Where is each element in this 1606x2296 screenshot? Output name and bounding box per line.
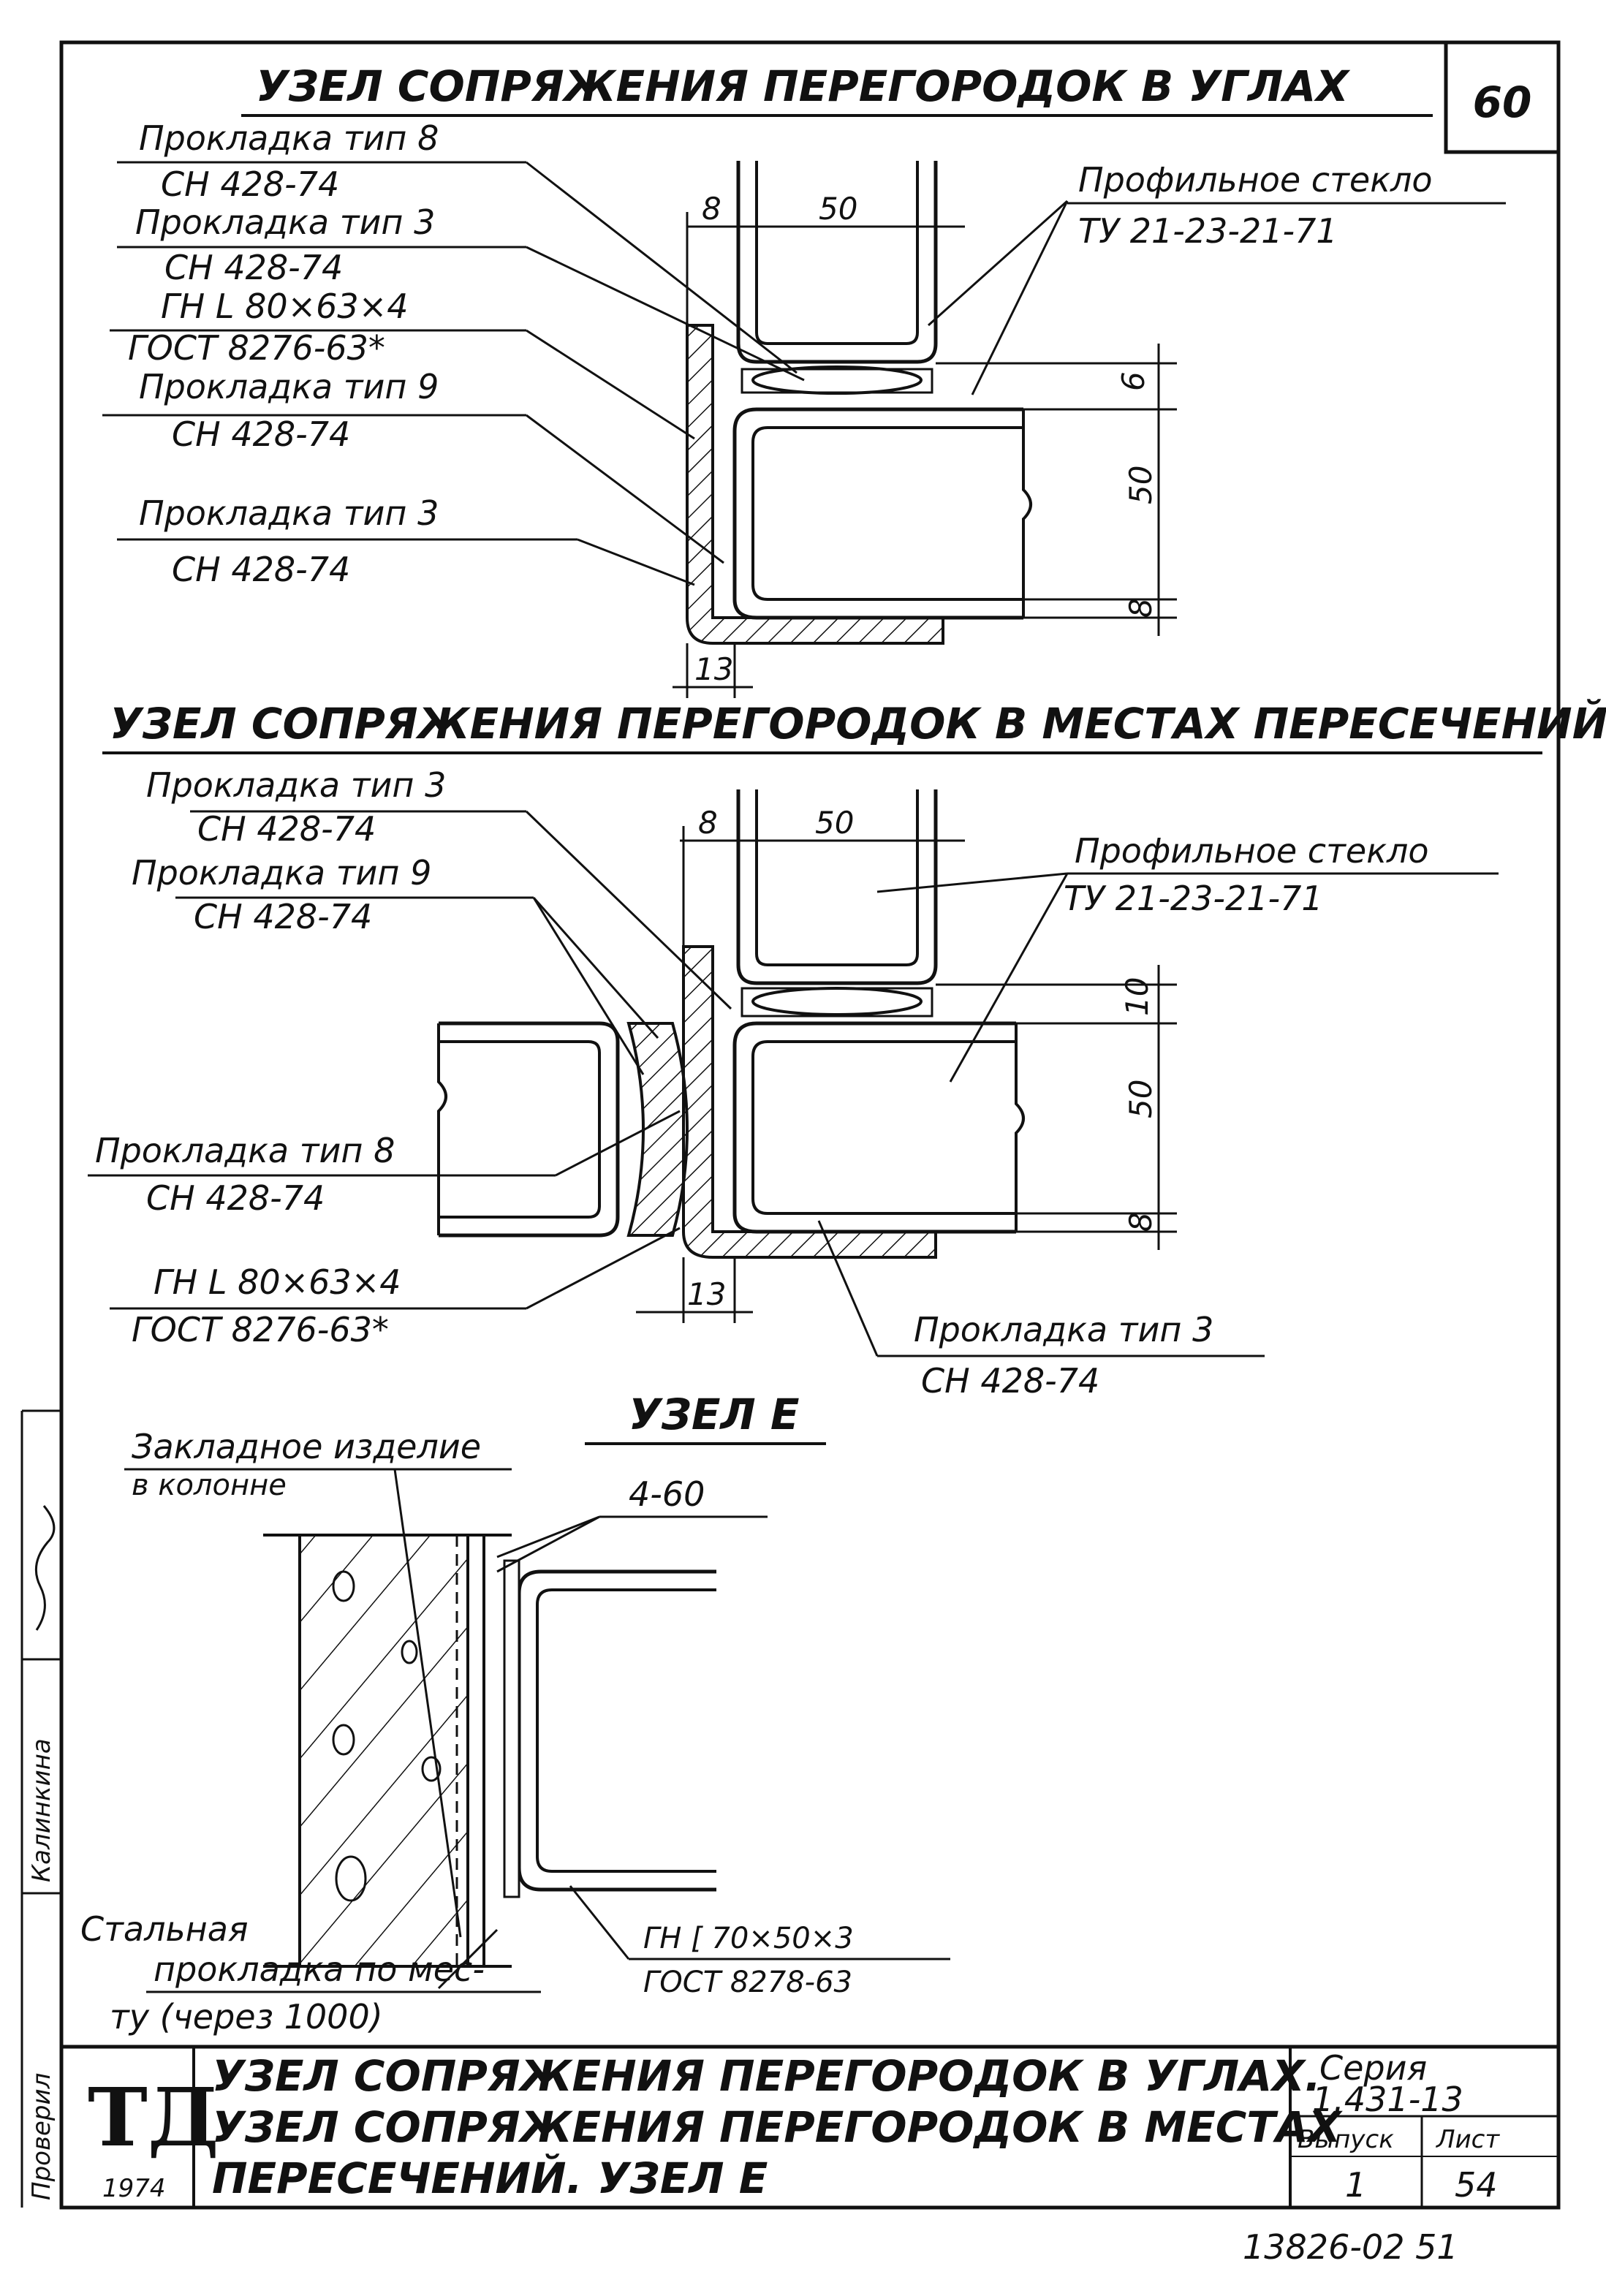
cross-callout-4: ГН L 80×63×4 ГОСТ 8276-63* [110, 1262, 526, 1349]
corner-dim-gap-bottom: 8 [1123, 598, 1159, 618]
svg-text:Профильное стекло: Профильное стекло [1075, 831, 1429, 871]
node-e-embedded-label: Закладное изделие в колонне [124, 1427, 512, 1502]
series-value: 1.431-13 [1312, 2080, 1463, 2119]
title-line-1: УЗЕЛ СОПРЯЖЕНИЯ ПЕРЕГОРОДОК В УГЛАХ. [212, 2051, 1321, 2101]
corner-dim-gap-top: 6 [1116, 371, 1151, 391]
node-e-channel-label: ГН [ 70×50×3 ГОСТ 8278-63 [629, 1922, 950, 1999]
footer-code: 13826-02 51 [1243, 2227, 1458, 2267]
cross-dim-gap-bottom: 8 [1123, 1212, 1159, 1232]
svg-text:СН 428-74: СН 428-74 [161, 164, 339, 204]
svg-text:ГОСТ 8276-63*: ГОСТ 8276-63* [128, 328, 385, 368]
svg-text:Прокладка тип 3: Прокладка тип 3 [914, 1310, 1213, 1349]
svg-text:СН 428-74: СН 428-74 [194, 897, 372, 936]
cross-dim-flange: 13 [687, 1276, 726, 1312]
cross-callout-5: Прокладка тип 3 СН 428-74 [877, 1310, 1265, 1401]
sheet-number-box: 60 [1444, 40, 1561, 154]
svg-text:Прокладка тип 8: Прокладка тип 8 [95, 1131, 395, 1170]
svg-text:ГН L 80×63×4: ГН L 80×63×4 [161, 287, 409, 326]
cross-dim-width: 50 [815, 805, 854, 841]
svg-text:Прокладка тип 3: Прокладка тип 3 [139, 493, 439, 533]
title-block: ТД 1974 УЗЕЛ СОПРЯЖЕНИЯ ПЕРЕГОРОДОК В УГ… [61, 2045, 1558, 2208]
corner-title: УЗЕЛ СОПРЯЖЕНИЯ ПЕРЕГОРОДОК В УГЛАХ [256, 61, 1351, 111]
sheet-number: 60 [1473, 77, 1532, 127]
title-line-2: УЗЕЛ СОПРЯЖЕНИЯ ПЕРЕГОРОДОК В МЕСТАХ [212, 2102, 1344, 2152]
svg-text:СН 428-74: СН 428-74 [197, 809, 376, 849]
svg-text:в колонне: в колонне [132, 1469, 287, 1502]
svg-text:СН 428-74: СН 428-74 [921, 1361, 1099, 1401]
issue-label: Выпуск [1298, 2125, 1394, 2154]
corner-dim-flange: 13 [694, 651, 733, 687]
node-e: УЗЕЛ Е Закладное изделие в колонне 4-60 [80, 1390, 950, 2037]
series-label: Серия [1319, 2048, 1427, 2088]
corner-callout-1: Прокладка тип 8 СН 428-74 [117, 118, 526, 204]
cross-title: УЗЕЛ СОПРЯЖЕНИЯ ПЕРЕГОРОДОК В МЕСТАХ ПЕР… [110, 698, 1606, 749]
side-stamp: Проверил Калинкина [20, 1409, 63, 2208]
year: 1974 [102, 2174, 166, 2203]
side-stamp-role: Проверил [27, 2073, 56, 2200]
svg-text:Прокладка тип 3: Прокладка тип 3 [135, 202, 435, 242]
cross-glass-label: Профильное стекло ТУ 21-23-21-71 [1064, 831, 1499, 918]
corner-callout-2: Прокладка тип 3 СН 428-74 [117, 202, 526, 287]
svg-text:СН 428-74: СН 428-74 [164, 248, 343, 287]
sheet-label: Лист [1435, 2125, 1500, 2154]
cross-callout-3: Прокладка тип 8 СН 428-74 [88, 1131, 556, 1218]
title-line-3: ПЕРЕСЕЧЕНИЙ. УЗЕЛ Е [212, 2153, 768, 2203]
svg-text:ГОСТ 8278-63: ГОСТ 8278-63 [643, 1966, 852, 1999]
sheet-value: 54 [1455, 2165, 1498, 2205]
svg-text:ту (через 1000): ту (через 1000) [110, 1997, 383, 2037]
corner-callout-3: ГН L 80×63×4 ГОСТ 8276-63* [110, 287, 526, 368]
svg-text:СН 428-74: СН 428-74 [172, 550, 350, 589]
svg-text:Профильное стекло: Профильное стекло [1078, 160, 1433, 200]
corner-callout-4: Прокладка тип 9 СН 428-74 [102, 367, 526, 454]
signature [34, 1505, 56, 1631]
corner-dim-left: 8 [702, 191, 721, 227]
svg-text:Закладное изделие: Закладное изделие [132, 1427, 481, 1466]
cross-dim-gap-top: 10 [1119, 977, 1155, 1016]
svg-text:Прокладка тип 8: Прокладка тип 8 [139, 118, 439, 158]
corner-node: УЗЕЛ СОПРЯЖЕНИЯ ПЕРЕГОРОДОК В УГЛАХ Прок… [102, 61, 1506, 698]
svg-text:ТУ 21-23-21-71: ТУ 21-23-21-71 [1064, 879, 1323, 918]
svg-text:СН 428-74: СН 428-74 [146, 1178, 325, 1218]
svg-text:ГН L 80×63×4: ГН L 80×63×4 [154, 1262, 401, 1302]
cross-dim-left: 8 [698, 805, 718, 841]
corner-callout-5: Прокладка тип 3 СН 428-74 [117, 493, 577, 589]
cross-node: УЗЕЛ СОПРЯЖЕНИЯ ПЕРЕГОРОДОК В МЕСТАХ ПЕР… [88, 698, 1606, 1401]
svg-text:ГН [ 70×50×3: ГН [ 70×50×3 [643, 1922, 854, 1955]
sheet-frame [59, 40, 1561, 2210]
node-e-title: УЗЕЛ Е [629, 1390, 800, 1439]
issue-value: 1 [1345, 2165, 1366, 2205]
node-e-weld: 4-60 [629, 1474, 705, 1514]
corner-dim-height: 50 [1123, 466, 1159, 504]
svg-text:Прокладка тип 9: Прокладка тип 9 [139, 367, 439, 406]
svg-text:ТУ 21-23-21-71: ТУ 21-23-21-71 [1078, 211, 1338, 251]
cross-dim-height: 50 [1123, 1080, 1159, 1118]
svg-text:прокладка по мес-: прокладка по мес- [154, 1950, 485, 1989]
node-e-steel-label: Стальная прокладка по мес- ту (через 100… [80, 1909, 541, 2037]
svg-text:СН 428-74: СН 428-74 [172, 414, 350, 454]
svg-text:Прокладка тип 9: Прокладка тип 9 [132, 853, 431, 893]
cross-callout-2: Прокладка тип 9 СН 428-74 [132, 853, 534, 936]
td-logo: ТД [88, 2070, 219, 2164]
svg-text:Прокладка тип 3: Прокладка тип 3 [146, 765, 446, 805]
svg-text:ГОСТ 8276-63*: ГОСТ 8276-63* [132, 1310, 389, 1349]
cross-callout-1: Прокладка тип 3 СН 428-74 [146, 765, 526, 849]
corner-glass-label: Профильное стекло ТУ 21-23-21-71 [1067, 160, 1506, 251]
corner-dim-width: 50 [819, 191, 857, 227]
side-stamp-name: Калинкина [27, 1738, 56, 1882]
svg-text:Стальная: Стальная [80, 1909, 249, 1949]
